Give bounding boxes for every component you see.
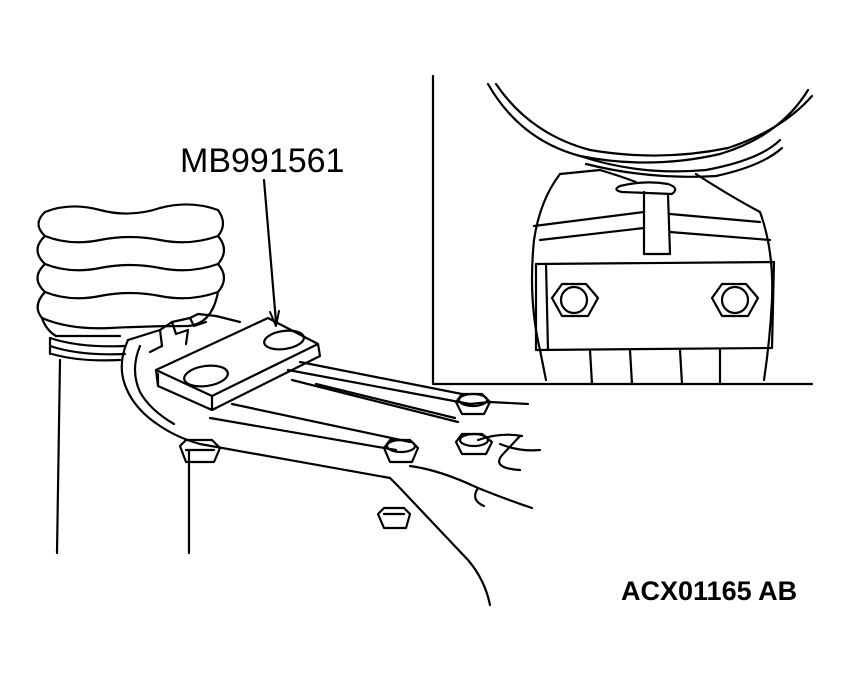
figure-reference-code: ACX01165 AB	[621, 576, 798, 606]
pivot-nut-left	[178, 438, 222, 464]
label-leader-line	[262, 178, 278, 324]
cv-boot-bellows	[36, 203, 226, 338]
crimping-tool	[120, 312, 542, 607]
inset-bolt-left	[550, 282, 600, 318]
inset-frame	[431, 74, 814, 386]
drive-shaft	[55, 358, 191, 555]
tool-part-number-label: MB991561	[180, 142, 345, 180]
boot-band-clamp	[48, 336, 127, 362]
leader-arrowhead	[269, 310, 280, 327]
hinge-bolt-middle	[454, 432, 494, 456]
inset-bolt-right	[710, 282, 760, 318]
detail-inset	[431, 74, 814, 386]
pivot-nut-bottom	[376, 506, 412, 530]
hinge-bolt-lower	[382, 438, 420, 464]
hinge-bolt-upper	[454, 392, 492, 416]
